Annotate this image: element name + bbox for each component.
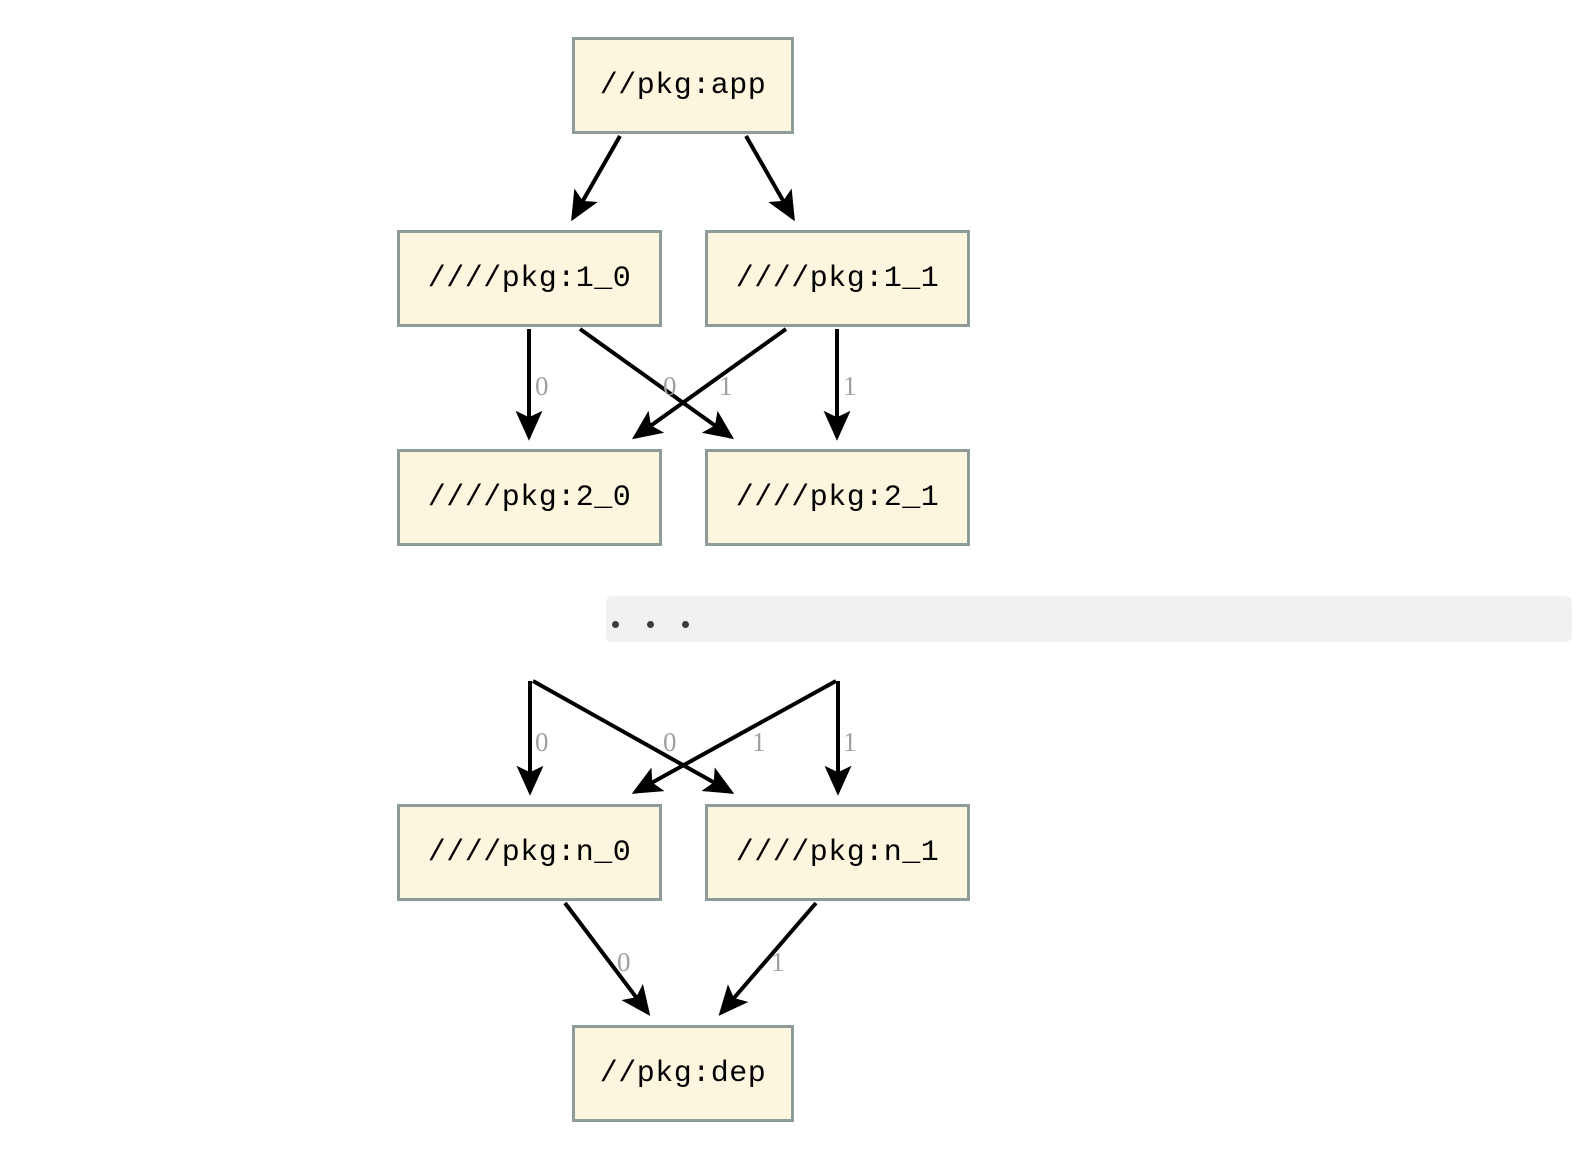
node-label-n_1: ////pkg:n_1 bbox=[735, 835, 940, 870]
node-n_1[interactable]: ////pkg:n_1 bbox=[705, 804, 970, 901]
edge-label-dep-right: 1 bbox=[771, 947, 785, 977]
edge-label-dep-left: 0 bbox=[617, 947, 631, 977]
node-label-1_1: ////pkg:1_1 bbox=[735, 261, 940, 296]
node-dep[interactable]: //pkg:dep bbox=[572, 1025, 794, 1122]
edge-n_0-to-dep bbox=[563, 901, 651, 1016]
edge-label-tierN-mid-right: 1 bbox=[752, 727, 766, 757]
node-label-2_0: ////pkg:2_0 bbox=[427, 480, 632, 515]
edge-label-tier2-right: 1 bbox=[843, 371, 857, 401]
edge-n_1-to-dep bbox=[718, 901, 818, 1016]
node-2_1[interactable]: ////pkg:2_1 bbox=[705, 449, 970, 546]
edge-label-tierN-mid-left: 0 bbox=[663, 727, 677, 757]
edge-app-to-1_1 bbox=[744, 135, 795, 222]
node-label-dep: //pkg:dep bbox=[599, 1056, 767, 1091]
edge-label-tierN-right: 1 bbox=[843, 727, 857, 757]
ellipsis-dot-3 bbox=[682, 621, 689, 628]
node-2_0[interactable]: ////pkg:2_0 bbox=[397, 449, 662, 546]
edge-1_0-to-2_1 bbox=[578, 327, 735, 440]
ellipsis-dots bbox=[612, 621, 689, 628]
node-label-2_1: ////pkg:2_1 bbox=[735, 480, 940, 515]
edge-label-tier2-mid-left: 0 bbox=[663, 371, 677, 401]
node-label-n_0: ////pkg:n_0 bbox=[427, 835, 632, 870]
edge-elided-to-n_1-crossing bbox=[532, 679, 735, 794]
elided-levels-indicator bbox=[606, 596, 1572, 642]
node-n_0[interactable]: ////pkg:n_0 bbox=[397, 804, 662, 901]
node-label-1_0: ////pkg:1_0 bbox=[427, 261, 632, 296]
edge-app-to-1_0 bbox=[571, 135, 622, 222]
node-app[interactable]: //pkg:app bbox=[572, 37, 794, 134]
ellipsis-dot-1 bbox=[612, 621, 619, 628]
node-1_0[interactable]: ////pkg:1_0 bbox=[397, 230, 662, 327]
edge-label-tier2-left: 0 bbox=[535, 371, 549, 401]
edge-label-tier2-mid-right: 1 bbox=[719, 371, 733, 401]
ellipsis-dot-2 bbox=[647, 621, 654, 628]
node-label-app: //pkg:app bbox=[599, 68, 767, 103]
edge-elided-to-n_0-crossing bbox=[631, 679, 837, 794]
edge-1_1-to-2_0 bbox=[631, 327, 788, 440]
node-1_1[interactable]: ////pkg:1_1 bbox=[705, 230, 970, 327]
edge-label-tierN-left: 0 bbox=[535, 727, 549, 757]
